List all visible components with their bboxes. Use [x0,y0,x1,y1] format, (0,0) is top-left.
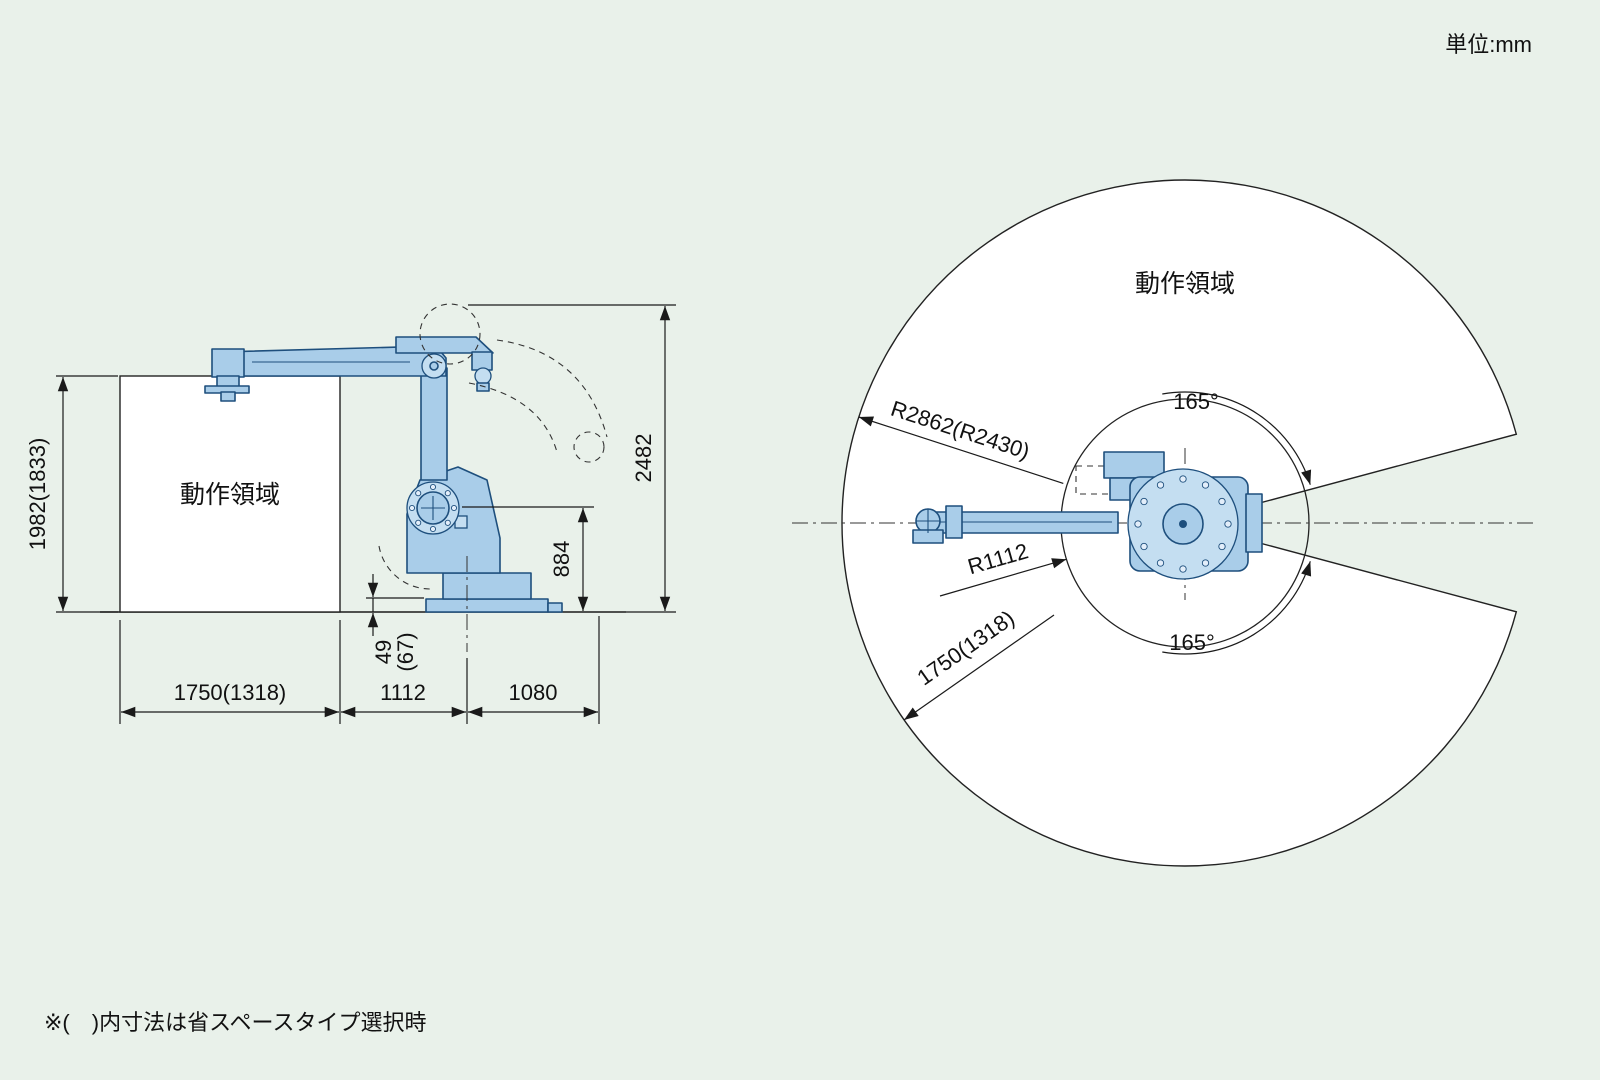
wrist-right-tip [476,382,490,392]
dim-axis-height: 884 [462,506,594,611]
footnote: ※( )内寸法は省スペースタイプ選択時 [44,1010,426,1035]
dim-label-base-gap-alt: (67) [393,632,418,671]
top-view: 165° 165° R2862(R2430) R1112 1750(1318) … [792,179,1538,867]
robot-body-cap [1245,493,1263,553]
wrist-left [204,348,250,402]
top-area-label: 動作領域 [1135,270,1235,298]
dim-label-rear-reach: 1080 [509,680,558,705]
motion-arc-top [419,303,481,365]
joint-elbow [421,353,447,379]
tool-tip [220,391,236,402]
joint-j2 [406,481,460,535]
dim-label-base-gap: 49 [371,640,396,664]
motor-block-upper [1103,451,1165,479]
wrist-right [471,351,493,392]
motion-arcs [378,303,608,590]
dim-label-axis-height: 884 [549,541,574,578]
robot-base-plate [425,598,549,613]
robot-base-foot [547,602,563,613]
side-view: 動作領域 [25,303,676,724]
dim-label-front-reach: 1750(1318) [174,680,287,705]
unit-note: 単位:mm [1445,32,1532,57]
dim-label-axis-offset: 1112 [380,680,426,705]
flange-bolt-holes [1134,475,1232,573]
flange-center [1179,520,1187,528]
wrist-left-bracket [211,348,245,378]
dim-work-area-height: 1982(1833) [25,375,118,613]
robot-base-riser [442,572,532,600]
robot-top-plate [395,336,494,354]
joint-j2-bolt-holes [408,483,458,533]
motion-arc-right-inner [468,382,558,453]
wrist-right-bracket [471,351,493,371]
end-effector-top [912,505,963,544]
dim-bottom-row: 1750(1318) 1112 1080 [119,616,600,724]
dim-swing-lower: 165° [1162,561,1312,655]
dim-label-work-area-height: 1982(1833) [25,438,50,551]
dim-label-swing-lower: 165° [1169,630,1215,655]
dim-label-overall-height: 2482 [631,434,656,483]
robot-side-view [204,303,608,652]
work-area-label: 動作領域 [180,481,280,509]
motion-wrist-ghost [573,431,605,463]
motion-arc-right-outer [496,339,608,438]
wrist-right-joint [474,367,492,385]
dim-overall-height: 2482 [468,304,676,613]
dim-swing-upper: 165° [1162,389,1312,485]
motion-arc-lower-left [378,545,431,590]
dim-label-swing-upper: 165° [1173,389,1219,414]
work-area-rect [119,375,341,613]
robot-top-view [912,451,1263,580]
end-effector-bracket [945,505,963,539]
joint-elbow-inner [429,361,439,371]
robot-column [420,367,448,481]
dim-base-gap: 49 (67) [366,574,424,672]
